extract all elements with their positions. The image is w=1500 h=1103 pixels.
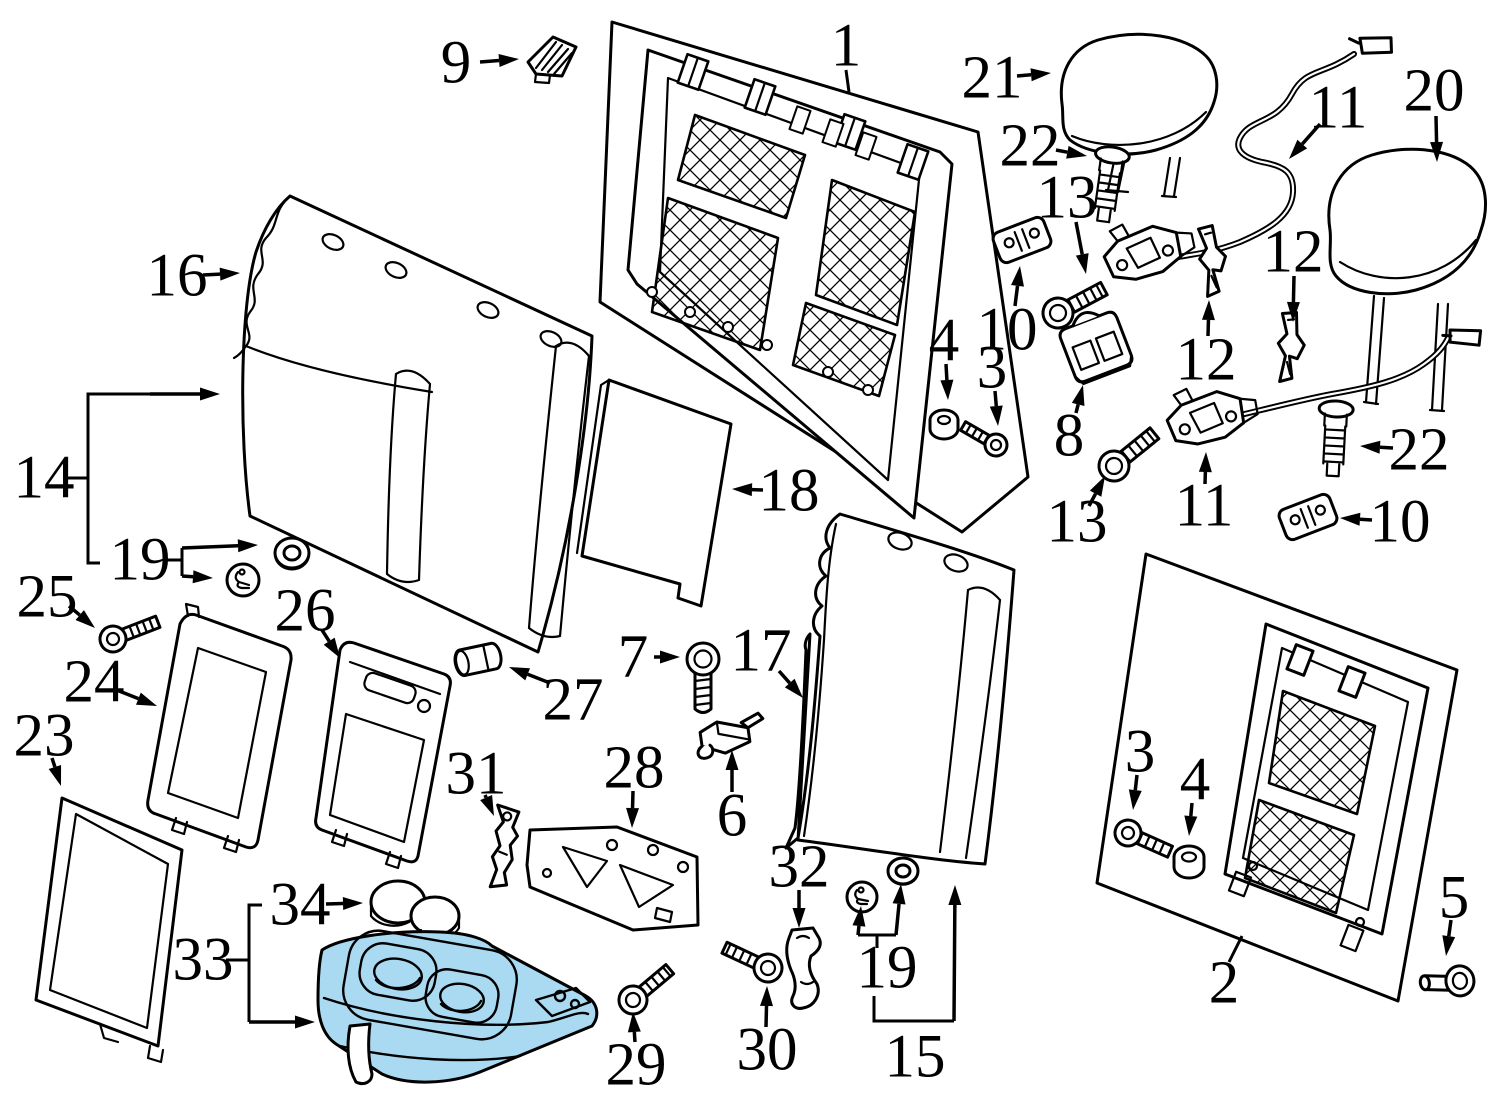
callout-14: 14 bbox=[13, 444, 75, 512]
callout-leaders bbox=[48, 54, 1456, 1043]
callout-10-upper: 10 bbox=[976, 296, 1038, 364]
part-armrest-highlighted bbox=[316, 929, 599, 1086]
callout-22-right: 22 bbox=[1388, 416, 1450, 484]
callout-31: 31 bbox=[445, 740, 507, 808]
callout-13-lower: 13 bbox=[1046, 488, 1108, 556]
part-clamp bbox=[696, 711, 765, 760]
callout-19-left: 19 bbox=[109, 526, 171, 594]
part-backrest-cover-right bbox=[784, 512, 1016, 866]
part-lock-unit-lower bbox=[1165, 387, 1259, 446]
callout-4-top: 4 bbox=[928, 307, 960, 375]
callout-5: 5 bbox=[1438, 864, 1470, 932]
part-screw-30 bbox=[720, 940, 784, 984]
callout-17: 17 bbox=[730, 617, 792, 685]
part-backrest-cover-left bbox=[232, 194, 594, 654]
part-headrest-left bbox=[1059, 32, 1219, 199]
part-screw-29 bbox=[617, 963, 676, 1016]
part-mount-clip-lower bbox=[1277, 492, 1339, 542]
callout-7: 7 bbox=[617, 623, 649, 691]
part-grommet-top bbox=[928, 408, 960, 441]
part-bolt-7 bbox=[685, 641, 721, 714]
part-hook-bracket-left bbox=[1196, 224, 1227, 298]
part-isofix-cap-left bbox=[225, 562, 261, 598]
callout-19-center: 19 bbox=[856, 934, 918, 1002]
callout-29: 29 bbox=[605, 1031, 667, 1099]
part-bolt-upper bbox=[1041, 280, 1109, 330]
callout-8: 8 bbox=[1053, 402, 1085, 470]
part-grommet-right bbox=[1172, 844, 1206, 880]
part-release-cable-upper bbox=[1175, 36, 1393, 260]
callout-20: 20 bbox=[1403, 57, 1465, 125]
part-screw-right bbox=[1113, 818, 1174, 859]
callout-4-right: 4 bbox=[1179, 746, 1211, 814]
callout-28: 28 bbox=[603, 734, 665, 802]
callout-10-lower: 10 bbox=[1369, 488, 1431, 556]
callout-3-top: 3 bbox=[976, 334, 1008, 402]
callout-2: 2 bbox=[1208, 949, 1240, 1017]
callout-15: 15 bbox=[884, 1023, 946, 1091]
part-push-pin bbox=[1418, 964, 1476, 998]
part-release-lever bbox=[785, 926, 822, 1010]
callout-24: 24 bbox=[63, 648, 125, 716]
part-headrest-guide-top bbox=[1093, 145, 1131, 224]
part-isofix-ring-left bbox=[273, 536, 311, 571]
part-hinge-plate bbox=[488, 803, 521, 889]
part-cover-panel bbox=[34, 796, 184, 1064]
callout-3-right: 3 bbox=[1124, 718, 1156, 786]
part-bushing bbox=[453, 641, 503, 677]
callout-34: 34 bbox=[269, 871, 331, 939]
part-buffer-stop bbox=[1058, 310, 1134, 386]
callout-25: 25 bbox=[16, 563, 78, 631]
callout-6: 6 bbox=[716, 782, 748, 850]
part-foam-pad bbox=[575, 378, 733, 608]
part-spring-clip bbox=[526, 35, 578, 85]
callout-33: 33 bbox=[172, 926, 234, 994]
callout-21: 21 bbox=[961, 44, 1023, 112]
part-release-cable-lower bbox=[1225, 328, 1483, 421]
callout-22-top: 22 bbox=[999, 112, 1061, 180]
part-bolt-lower bbox=[1097, 426, 1161, 483]
callout-23: 23 bbox=[13, 702, 75, 770]
callout-1: 1 bbox=[830, 12, 862, 80]
callout-30: 30 bbox=[736, 1016, 798, 1084]
callout-16: 16 bbox=[146, 242, 208, 310]
part-backrest-frame-left-box bbox=[598, 20, 1030, 534]
part-isofix-cap-center bbox=[845, 880, 879, 914]
part-cupholder-insert bbox=[369, 879, 461, 941]
callout-18: 18 bbox=[758, 457, 820, 525]
callout-12-left: 12 bbox=[1175, 326, 1237, 394]
callout-11-lower: 11 bbox=[1174, 472, 1234, 540]
part-hook-bracket-right bbox=[1276, 311, 1306, 383]
part-headrest-right bbox=[1327, 147, 1487, 413]
callout-32: 32 bbox=[768, 833, 830, 901]
callout-9: 9 bbox=[440, 29, 472, 97]
part-screw-top bbox=[959, 420, 1009, 458]
part-armrest-strap bbox=[346, 1022, 374, 1086]
part-mount-clip-upper bbox=[991, 215, 1053, 265]
part-armrest-frame bbox=[314, 640, 452, 870]
callout-11-upper: 11 bbox=[1308, 74, 1368, 142]
part-lock-unit-upper bbox=[1102, 223, 1196, 281]
part-backrest-frame-right-box bbox=[1095, 552, 1459, 1003]
part-headrest-guide-right bbox=[1317, 399, 1355, 478]
part-armrest-bracket bbox=[525, 825, 700, 932]
callout-12-right: 12 bbox=[1262, 218, 1324, 286]
callout-27: 27 bbox=[542, 666, 604, 734]
part-trim-frame bbox=[146, 602, 293, 854]
part-isofix-ring-center bbox=[886, 856, 920, 886]
callout-26: 26 bbox=[274, 577, 336, 645]
callout-13-upper: 13 bbox=[1036, 164, 1098, 232]
part-screw-25 bbox=[98, 614, 162, 654]
